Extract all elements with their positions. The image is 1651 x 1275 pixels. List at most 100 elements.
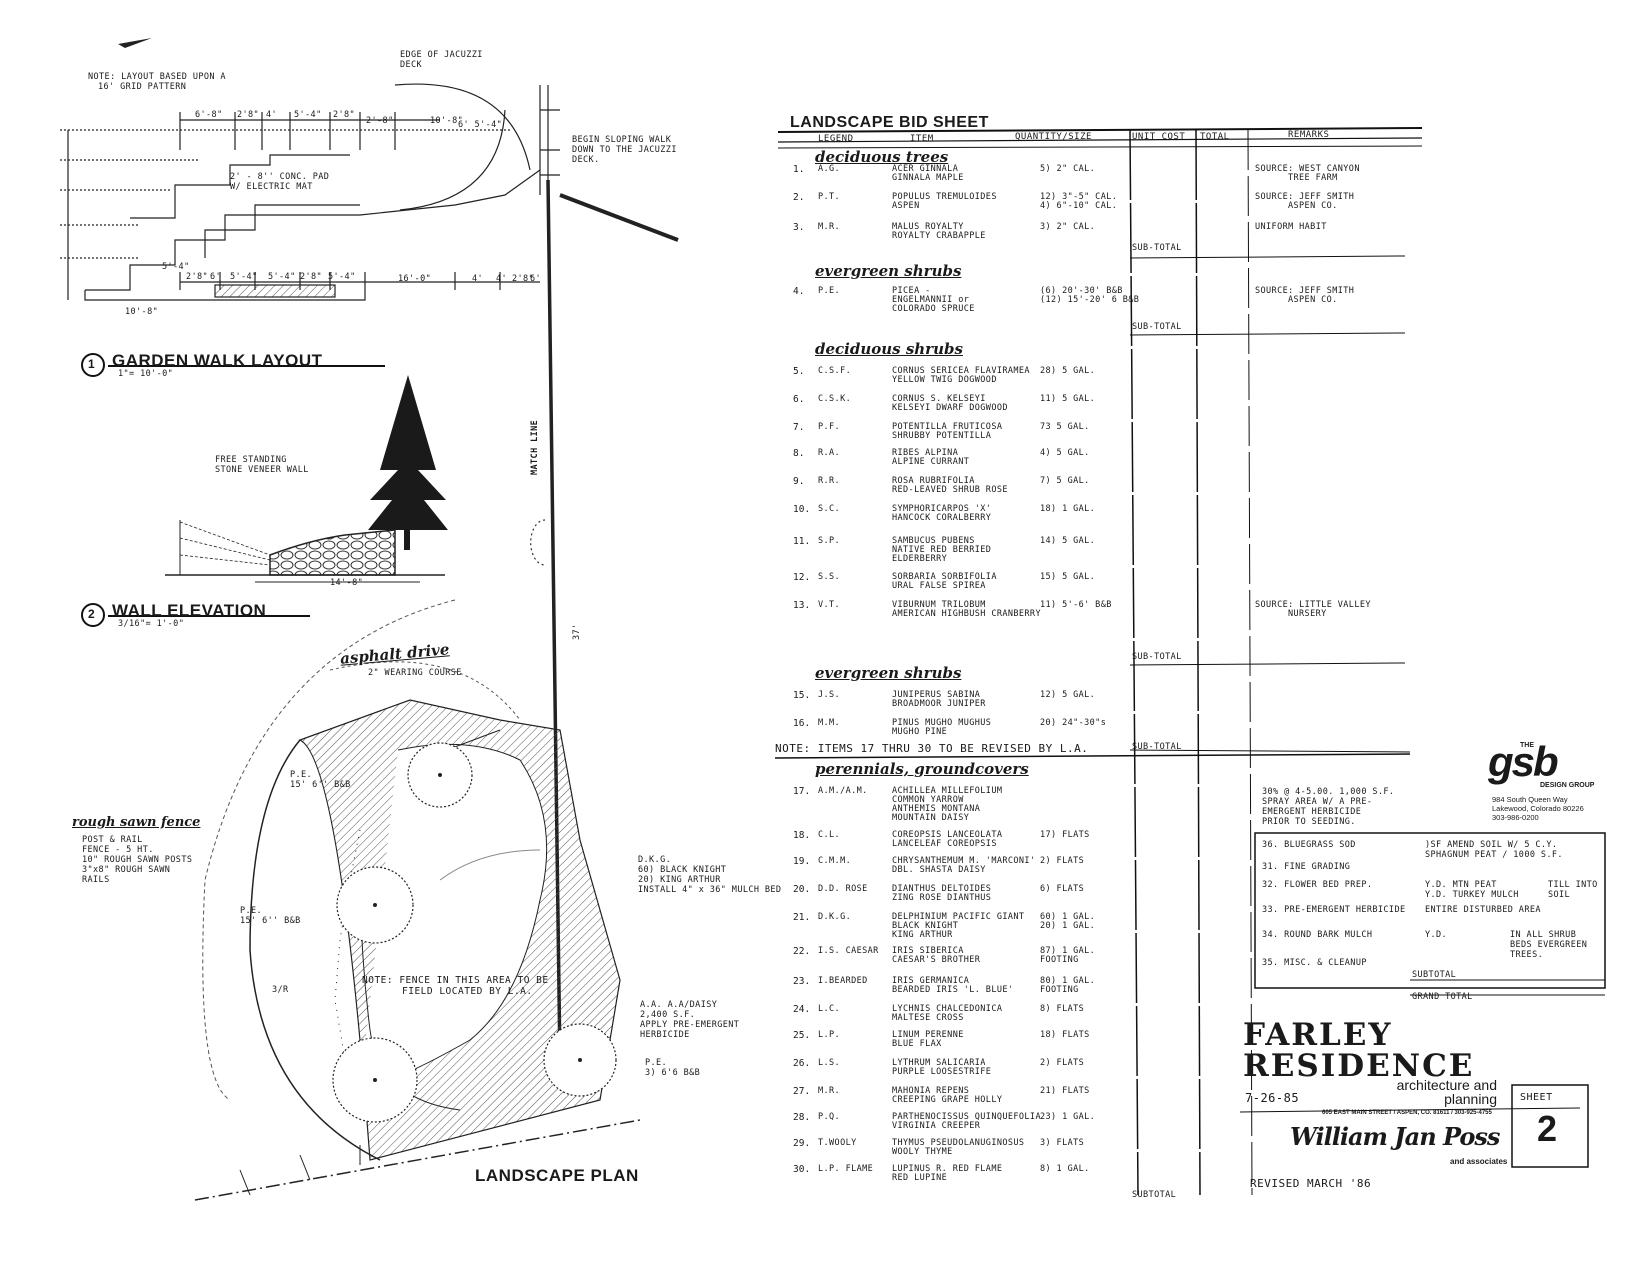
row-quantity: 8) 1 GAL.: [1040, 1164, 1090, 1174]
detail-1-bubble: [81, 353, 105, 377]
site-work-row: 32. FLOWER BED PREP.: [1262, 880, 1373, 890]
plant-callout: P.E.15' 6'' B&B: [240, 906, 301, 926]
dimension-label: 10'-8": [430, 116, 464, 126]
row-quantity: 18) 1 GAL.: [1040, 504, 1096, 514]
row-item: IRIS GERMANICA: [892, 976, 970, 986]
row-number: 20.: [793, 884, 811, 895]
row-quantity: 12) 5 GAL.: [1040, 690, 1096, 700]
row-item: URAL FALSE SPIREA: [892, 581, 986, 591]
row-legend: C.S.F.: [818, 366, 852, 376]
row-quantity: 23) 1 GAL.: [1040, 1112, 1096, 1122]
row-item: PURPLE LOOSESTRIFE: [892, 1067, 992, 1077]
row-number: 8.: [793, 448, 805, 459]
section-title: deciduous trees: [815, 148, 949, 166]
dimension-label: 6': [210, 272, 222, 282]
row-item: AMERICAN HIGHBUSH CRANBERRY: [892, 609, 1041, 619]
row-number: 19.: [793, 856, 811, 867]
row-item: BEARDED IRIS 'L. BLUE': [892, 985, 1014, 995]
row-legend: M.R.: [818, 1086, 841, 1096]
gsb-logo: gsb: [1488, 738, 1559, 785]
row-quantity: 20) 24"-30"s: [1040, 718, 1107, 728]
row-legend: D.K.G.: [818, 912, 852, 922]
row-legend: R.R.: [818, 476, 841, 486]
rough-fence-label: rough sawn fence: [72, 815, 201, 830]
row-item: BROADMOOR JUNIPER: [892, 699, 986, 709]
row-legend: T.WOOLY: [818, 1138, 857, 1148]
row-number: 3.: [793, 222, 805, 233]
row-item: ZING ROSE DIANTHUS: [892, 893, 992, 903]
row-legend: L.S.: [818, 1058, 841, 1068]
match-line-break: [559, 193, 679, 242]
gsb-logo-sub: DESIGN GROUP: [1540, 782, 1595, 789]
row-item: CORNUS S. KELSEYI: [892, 394, 986, 404]
row-quantity: 3) 2" CAL.: [1040, 222, 1096, 232]
col-header-quantity: QUANTITY/SIZE: [1015, 132, 1092, 142]
row-legend: J.S.: [818, 690, 841, 700]
row-legend: M.M.: [818, 718, 841, 728]
site-work-row: 31. FINE GRADING: [1262, 862, 1351, 872]
col-header-unit-cost: UNIT COST: [1132, 132, 1186, 142]
row-item: MAHONIA REPENS: [892, 1086, 970, 1096]
dimension-label: 2'8": [186, 272, 209, 282]
seeding-note: 30% @ 4-5.00. 1,000 S.F.SPRAY AREA W/ A …: [1262, 787, 1395, 827]
row-legend: A.M./A.M.: [818, 786, 868, 796]
row-number: 9.: [793, 476, 805, 487]
row-quantity: 12) 3"-5" CAL.: [1040, 192, 1118, 202]
dimension-label: 5'-4": [230, 272, 258, 282]
row-legend: V.T.: [818, 600, 841, 610]
row-item: DIANTHUS DELTOIDES: [892, 884, 992, 894]
site-work-qty: )SF AMEND SOIL W/ 5 C.Y.SPHAGNUM PEAT / …: [1425, 840, 1563, 860]
row-item: CHRYSANTHEMUM M. 'MARCONI': [892, 856, 1036, 866]
dimension-label: 6' 5'-4": [458, 120, 503, 130]
row-legend: P.E.: [818, 286, 841, 296]
row-item: CAESAR'S BROTHER: [892, 955, 981, 965]
asphalt-drive-sub: 2" WEARING COURSE: [368, 668, 462, 678]
row-item: YELLOW TWIG DOGWOOD: [892, 375, 997, 385]
row-item: ASPEN: [892, 201, 920, 211]
site-work-box: [1254, 832, 1606, 989]
site-work-row: 33. PRE-EMERGENT HERBICIDE: [1262, 905, 1406, 915]
dimension-label: 5'-4": [162, 262, 190, 272]
section-title: evergreen shrubs: [815, 664, 962, 682]
row-item: VIRGINIA CREEPER: [892, 1121, 981, 1131]
row-quantity: 18) FLATS: [1040, 1030, 1090, 1040]
wall-elevation-scale: 3/16"= 1'-0": [118, 619, 185, 629]
row-item: IRIS SIBERICA: [892, 946, 964, 956]
detail-1-number: 1: [88, 357, 95, 371]
row-legend: I.BEARDED: [818, 976, 868, 986]
row-item: WOOLY THYME: [892, 1147, 953, 1157]
row-item: KING ARTHUR: [892, 930, 953, 940]
row-quantity: 60) 1 GAL.: [1040, 912, 1096, 922]
row-quantity: 3) FLATS: [1040, 1138, 1085, 1148]
sheet-number: 2: [1537, 1108, 1558, 1149]
row-number: 6.: [793, 394, 805, 405]
section-subtotal: SUB-TOTAL: [1132, 652, 1182, 662]
section-subtotal: SUBTOTAL: [1132, 1190, 1177, 1200]
row-item: GINNALA MAPLE: [892, 173, 964, 183]
row-quantity: 5) 2" CAL.: [1040, 164, 1096, 174]
row-item: ELDERBERRY: [892, 554, 948, 564]
row-number: 30.: [793, 1164, 811, 1175]
row-quantity: FOOTING: [1040, 955, 1079, 965]
row-item: ROYALTY CRABAPPLE: [892, 231, 986, 241]
north-arrow-icon: [118, 38, 152, 48]
row-number: 24.: [793, 1004, 811, 1015]
row-item: SAMBUCUS PUBENS: [892, 536, 975, 546]
row-item: LYCHNIS CHALCEDONICA: [892, 1004, 1003, 1014]
row-item: MOUNTAIN DAISY: [892, 813, 970, 823]
row-legend: R.A.: [818, 448, 841, 458]
row-quantity: 2) FLATS: [1040, 856, 1085, 866]
row-item: MUGHO PINE: [892, 727, 948, 737]
plant-callout: 3/R: [272, 985, 289, 995]
row-remark: SOURCE: LITTLE VALLEY: [1255, 600, 1371, 610]
dimension-label: 16'-0": [398, 274, 432, 284]
row-legend: S.P.: [818, 536, 841, 546]
row-number: 22.: [793, 946, 811, 957]
